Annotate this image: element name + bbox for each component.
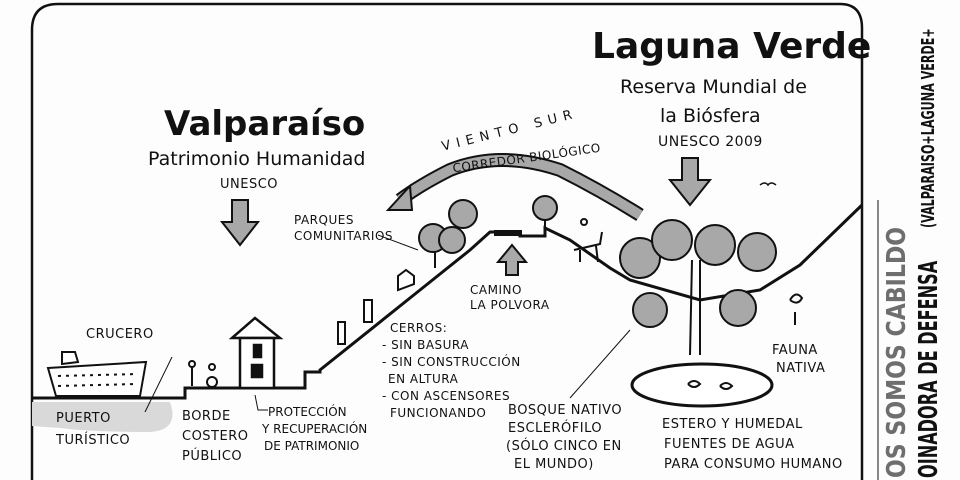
borde-label-2: COSTERO — [182, 429, 249, 444]
cerros-label-5: FUNCIONANDO — [390, 406, 487, 420]
proteccion-label-1: PROTECCIÓN — [268, 405, 347, 419]
camino-road — [494, 230, 522, 236]
arrow-down-valparaiso-icon — [219, 199, 261, 247]
fauna-animal-icon — [789, 293, 804, 325]
bosque-label-2: ESCLERÓFILO — [508, 421, 603, 436]
laguna-verde-line1: Reserva Mundial de — [620, 76, 807, 98]
pointer-proteccion — [254, 394, 268, 411]
camino-label-1: CAMINO — [470, 283, 522, 297]
wind-arrowhead-icon — [385, 183, 414, 211]
cruise-ship-icon — [46, 351, 148, 397]
camino-label-2: LA POLVORA — [470, 298, 550, 312]
horse-rider-icon — [573, 218, 603, 263]
laguna-verde-line2: la Biósfera — [660, 105, 761, 127]
hillside-houses-icon — [337, 268, 415, 345]
fishing-line — [144, 356, 173, 413]
people-icon — [188, 360, 218, 388]
bosque-label-3: (SÓLO CINCO EN — [506, 439, 622, 454]
valparaiso-title: Valparaíso — [164, 104, 366, 144]
cerros-label-4: - CON ASCENSORES — [382, 389, 511, 403]
banner-line-1: OS SOMOS CABILDO — [882, 226, 912, 478]
estero-label-2: FUENTES DE AGUA — [664, 437, 795, 452]
estero-label-3: PARA CONSUMO HUMANO — [664, 457, 843, 472]
banner-line-2: OINADORA DE DEFENSA — [914, 260, 944, 478]
bosque-label-1: BOSQUE NATIVO — [508, 403, 623, 418]
cerros-label-2: - SIN CONSTRUCCIÓN — [382, 355, 521, 369]
laguna-verde-line3: UNESCO 2009 — [658, 134, 763, 150]
estero-lagoon — [630, 362, 774, 408]
tree-trunks — [434, 220, 701, 356]
sea-shading — [32, 402, 173, 432]
puerto-label-2: TURÍSTICO — [56, 433, 131, 448]
fauna-label-2: NATIVA — [776, 361, 826, 376]
cerros-label-0: CERROS: — [390, 321, 448, 335]
heritage-building-icon — [228, 316, 284, 390]
wind-arrow — [397, 155, 643, 220]
pointer-parques — [377, 234, 419, 251]
fish-icon — [687, 380, 734, 390]
frame-border — [30, 2, 864, 480]
laguna-verde-title: Laguna Verde — [592, 26, 872, 67]
parques-label-2: COMUNITARIOS — [294, 229, 394, 243]
cerros-label-1: - SIN BASURA — [382, 338, 469, 352]
puerto-label-1: PUERTO — [56, 411, 111, 426]
bosque-label-4: EL MUNDO) — [514, 457, 594, 472]
trees-icon — [418, 195, 777, 328]
proteccion-label-3: DE PATRIMONIO — [264, 439, 360, 453]
cerros-label-3: EN ALTURA — [388, 372, 459, 386]
valparaiso-subtitle: Patrimonio Humanidad — [148, 148, 366, 170]
pointer-bosque — [569, 329, 631, 399]
crucero-label: CRUCERO — [86, 327, 154, 342]
borde-label-3: PÚBLICO — [182, 449, 243, 464]
bird-icon — [759, 182, 777, 187]
proteccion-label-2: Y RECUPERACIÓN — [262, 422, 368, 436]
arrow-up-camino-icon — [495, 243, 529, 276]
estero-label-1: ESTERO Y HUMEDAL — [662, 417, 803, 432]
valparaiso-unesco: UNESCO — [220, 177, 279, 192]
banner-line-3: (VALPARAISO+LAGUNA VERDE+ — [918, 28, 939, 228]
arrow-down-laguna-icon — [667, 157, 713, 207]
borde-label-1: BORDE — [182, 409, 231, 424]
fauna-label-1: FAUNA — [772, 343, 818, 358]
parques-label-1: PARQUES — [294, 213, 354, 227]
